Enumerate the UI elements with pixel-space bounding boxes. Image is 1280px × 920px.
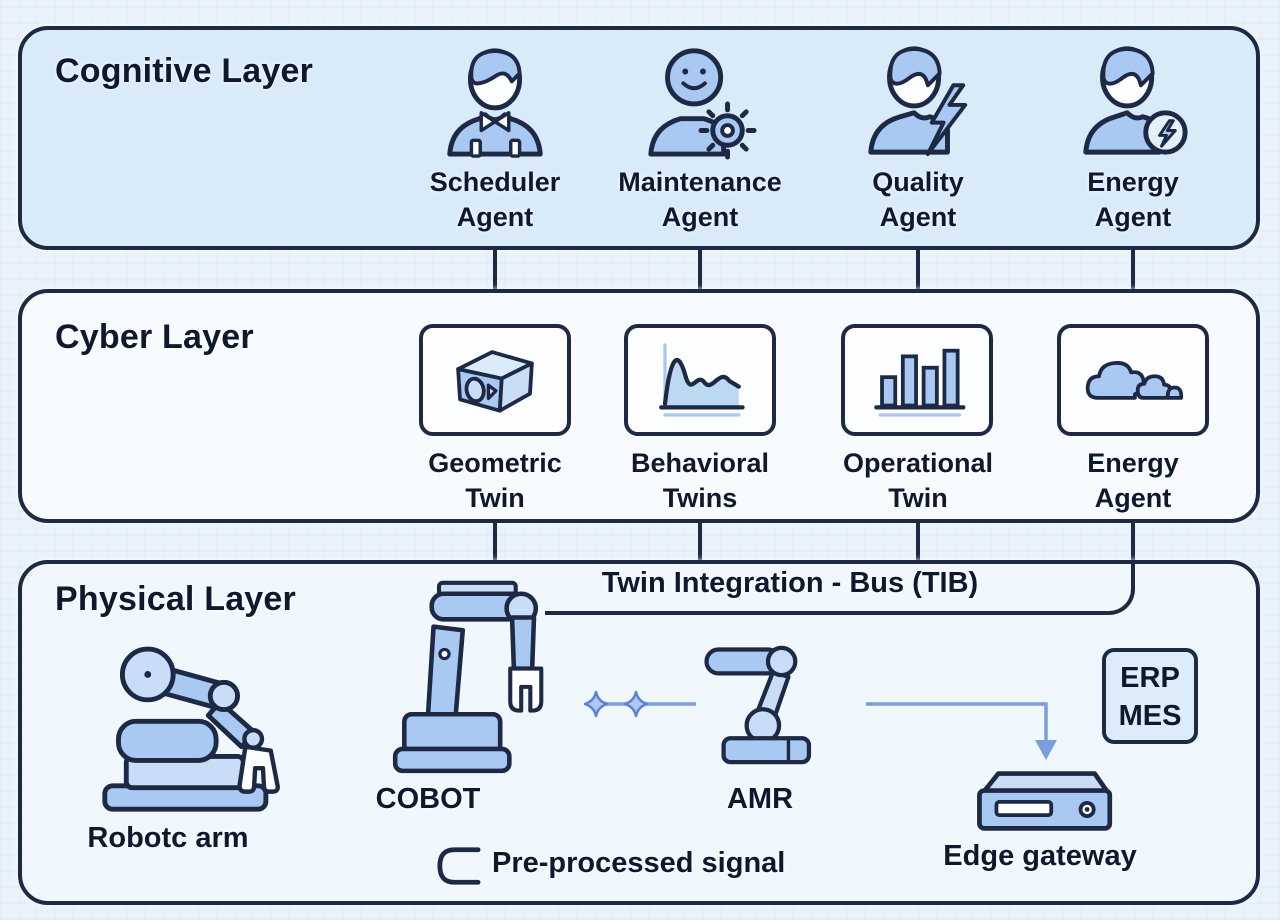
geometric-twin-label: Geometric Twin [428,448,562,513]
robotic-arm-icon [72,612,327,822]
cyber-layer-title: Cyber Layer [55,318,254,356]
preprocessed-signal-connector-icon [582,690,700,723]
cobot-icon [368,570,563,785]
geometric-twin-icon [456,350,534,413]
maintenance-agent-icon [641,42,759,165]
quality-agent-label: Quality Agent [872,167,964,232]
energy-agent-label: Energy Agent [1087,167,1179,232]
connector-operational-to-tib [916,521,920,562]
arrow-quality-to-operational [916,250,920,305]
twin-integration-bus-shape [545,560,1135,615]
behavioral-twins-label: Behavioral Twins [630,448,770,513]
energy-cloud-icon [1085,361,1184,400]
arrow-scheduler-to-geometric [493,250,497,305]
operational-twin-box [841,324,993,436]
quality-agent-icon [859,42,977,165]
geometric-twin-box [419,324,571,436]
cognitive-layer-panel [18,26,1260,250]
scheduler-agent-icon [436,42,554,165]
connector-behavioral-to-tib [698,521,702,562]
connector-energy-to-tib [1131,521,1135,562]
robotic-arm-label: Robotc arm [87,822,249,854]
operational-twin-label: Operational Twin [842,448,994,513]
arrow-energy-to-energy [1131,250,1135,305]
erp-mes-box: ERP MES [1102,648,1198,744]
energy-agent-icon [1074,42,1192,165]
connector-geometric-to-tib [493,521,497,562]
twin-integration-bus-label: Twin Integration - Bus (TIB) [601,567,979,599]
cobot-label: COBOT [375,783,481,815]
energy-agent-cyber-label: Energy Agent [1087,448,1179,513]
amr-icon [698,638,826,777]
edge-gateway-icon [962,766,1114,839]
cognitive-layer-title: Cognitive Layer [55,52,314,90]
maintenance-agent-label: Maintenance Agent [618,167,782,232]
scheduler-agent-label: Scheduler Agent [429,167,561,232]
amr-label: AMR [726,783,794,815]
energy-cloud-box [1057,324,1209,436]
behavioral-twins-icon [659,343,745,417]
preprocessed-signal-legend-icon [434,844,482,893]
behavioral-twins-box [624,324,776,436]
operational-twin-icon [874,348,966,417]
amr-to-gateway-arrow [862,698,1062,769]
edge-gateway-label: Edge gateway [943,840,1137,872]
physical-layer-title: Physical Layer [55,580,296,618]
preprocessed-signal-legend-label: Pre-processed signal [492,847,786,879]
arrow-maintenance-to-behavioral [698,250,702,305]
